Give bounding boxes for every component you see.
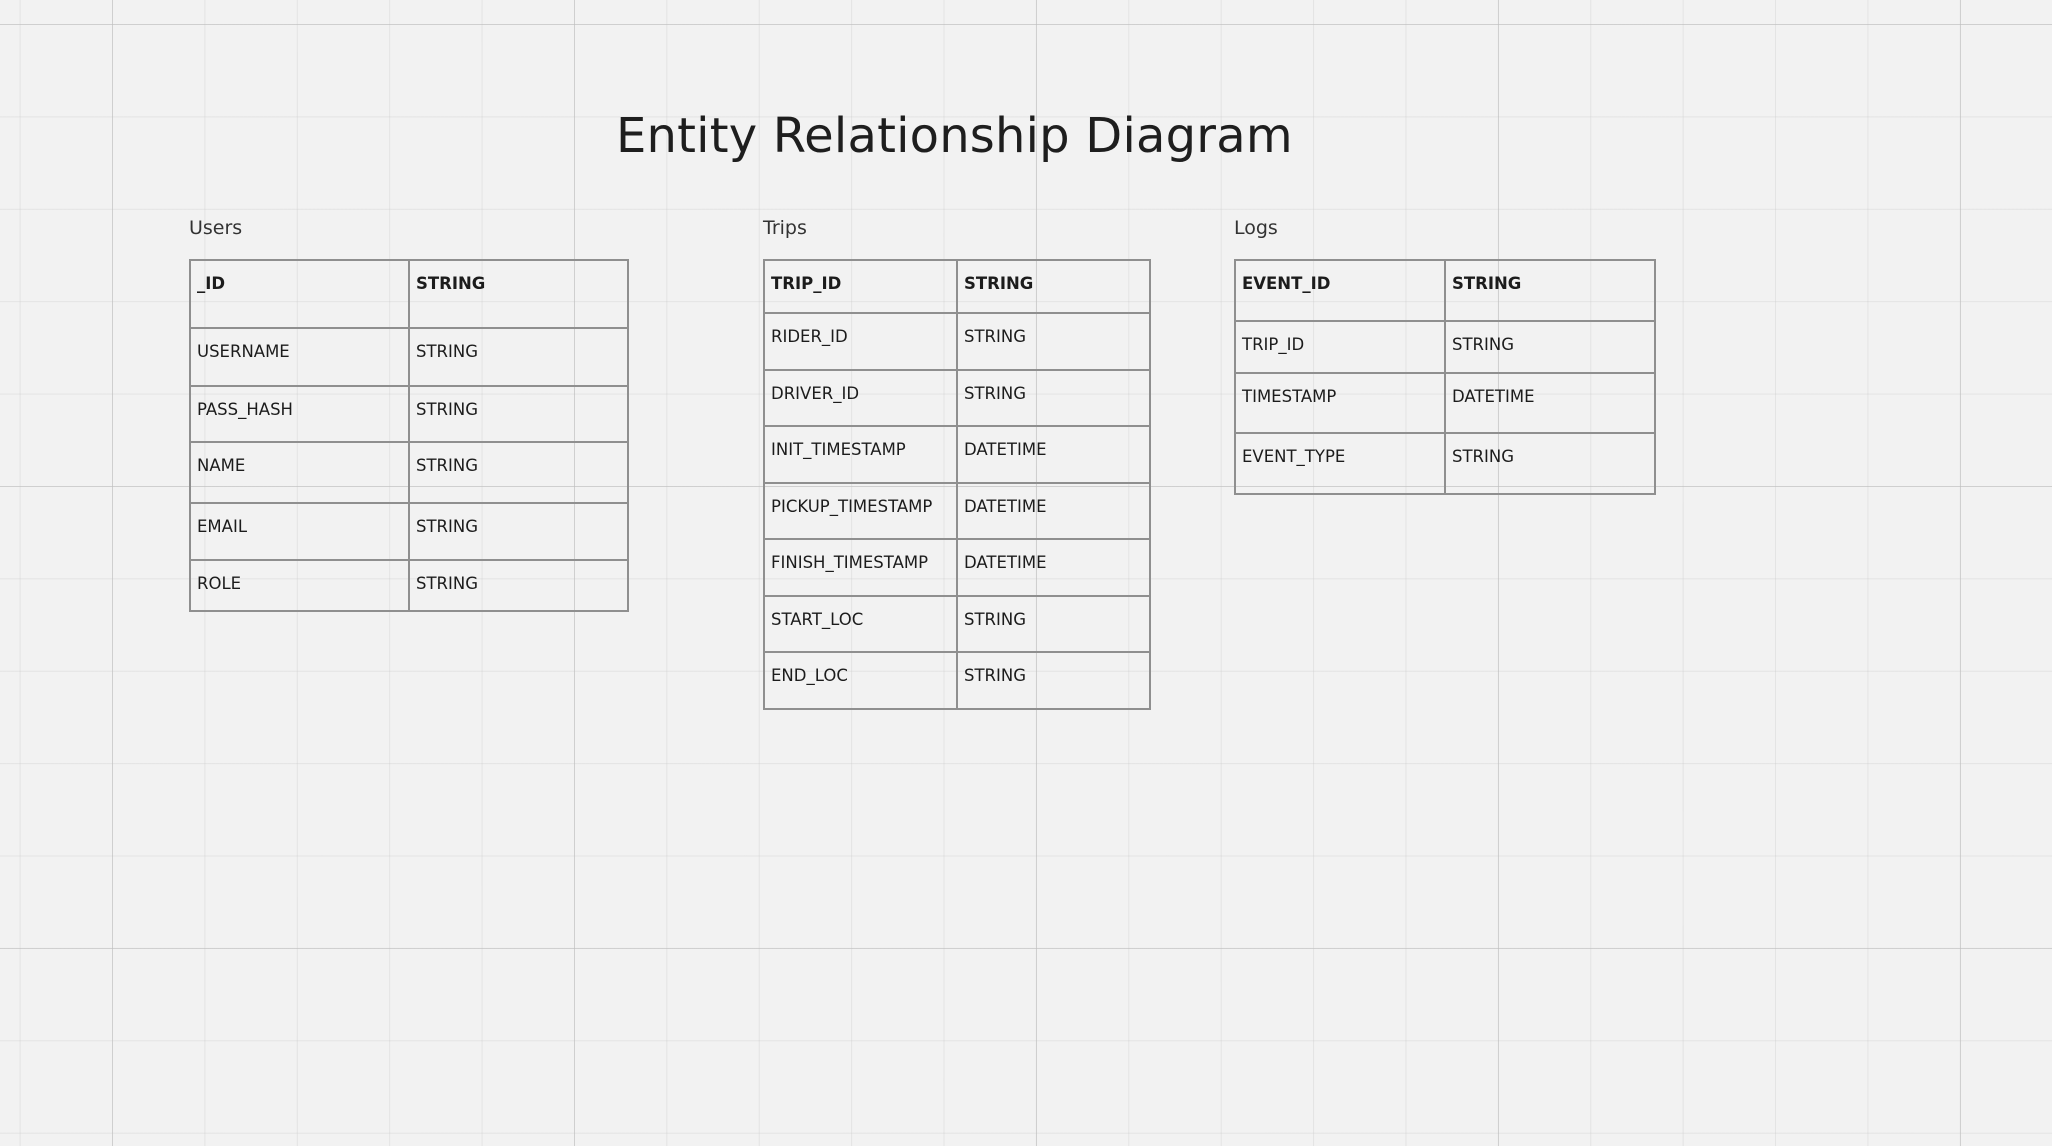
table-row[interactable]: PASS_HASH STRING xyxy=(189,385,629,443)
field-type-cell[interactable]: STRING xyxy=(408,441,629,504)
field-type-cell[interactable]: STRING xyxy=(956,595,1151,653)
entity-table: _ID STRING USERNAME STRING PASS_HASH STR… xyxy=(189,259,629,612)
field-name-cell[interactable]: PASS_HASH xyxy=(189,385,410,443)
field-name-cell[interactable]: INIT_TIMESTAMP xyxy=(763,425,958,484)
field-name-cell[interactable]: TIMESTAMP xyxy=(1234,372,1446,434)
field-name-cell[interactable]: START_LOC xyxy=(763,595,958,653)
table-row[interactable]: TRIP_ID STRING xyxy=(763,259,1151,314)
field-name-cell[interactable]: RIDER_ID xyxy=(763,312,958,371)
field-type-cell[interactable]: STRING xyxy=(956,312,1151,371)
entity-table: EVENT_ID STRING TRIP_ID STRING TIMESTAMP… xyxy=(1234,259,1656,495)
field-name-cell[interactable]: USERNAME xyxy=(189,327,410,387)
field-type-cell[interactable]: STRING xyxy=(1444,320,1656,374)
field-name-cell[interactable]: _ID xyxy=(189,259,410,329)
field-name-cell[interactable]: END_LOC xyxy=(763,651,958,710)
field-name-cell[interactable]: DRIVER_ID xyxy=(763,369,958,427)
field-type-cell[interactable]: STRING xyxy=(956,651,1151,710)
table-row[interactable]: START_LOC STRING xyxy=(763,595,1151,653)
field-name-cell[interactable]: EMAIL xyxy=(189,502,410,561)
field-type-cell[interactable]: STRING xyxy=(956,259,1151,314)
field-name-cell[interactable]: PICKUP_TIMESTAMP xyxy=(763,482,958,540)
table-row[interactable]: TIMESTAMP DATETIME xyxy=(1234,372,1656,434)
entity-label: Users xyxy=(189,217,243,239)
table-row[interactable]: INIT_TIMESTAMP DATETIME xyxy=(763,425,1151,484)
table-row[interactable]: EMAIL STRING xyxy=(189,502,629,561)
entity-table: TRIP_ID STRING RIDER_ID STRING DRIVER_ID… xyxy=(763,259,1151,710)
field-type-cell[interactable]: STRING xyxy=(408,385,629,443)
field-name-cell[interactable]: FINISH_TIMESTAMP xyxy=(763,538,958,597)
table-row[interactable]: TRIP_ID STRING xyxy=(1234,320,1656,374)
table-row[interactable]: DRIVER_ID STRING xyxy=(763,369,1151,427)
field-type-cell[interactable]: STRING xyxy=(408,259,629,329)
table-row[interactable]: FINISH_TIMESTAMP DATETIME xyxy=(763,538,1151,597)
field-type-cell[interactable]: DATETIME xyxy=(956,538,1151,597)
field-type-cell[interactable]: STRING xyxy=(956,369,1151,427)
field-type-cell[interactable]: DATETIME xyxy=(956,482,1151,540)
field-type-cell[interactable]: STRING xyxy=(1444,432,1656,495)
entity-users[interactable]: Users _ID STRING USERNAME STRING PASS_HA… xyxy=(189,217,629,612)
field-type-cell[interactable]: STRING xyxy=(408,559,629,612)
diagram-title: Entity Relationship Diagram xyxy=(616,108,1293,164)
table-row[interactable]: NAME STRING xyxy=(189,441,629,504)
field-name-cell[interactable]: TRIP_ID xyxy=(763,259,958,314)
entity-trips[interactable]: Trips TRIP_ID STRING RIDER_ID STRING DRI… xyxy=(763,217,1151,710)
table-row[interactable]: RIDER_ID STRING xyxy=(763,312,1151,371)
field-type-cell[interactable]: STRING xyxy=(408,327,629,387)
entity-label: Logs xyxy=(1234,217,1278,239)
entity-label: Trips xyxy=(763,217,807,239)
field-type-cell[interactable]: DATETIME xyxy=(956,425,1151,484)
field-type-cell[interactable]: DATETIME xyxy=(1444,372,1656,434)
table-row[interactable]: END_LOC STRING xyxy=(763,651,1151,710)
field-name-cell[interactable]: NAME xyxy=(189,441,410,504)
table-row[interactable]: PICKUP_TIMESTAMP DATETIME xyxy=(763,482,1151,540)
table-row[interactable]: USERNAME STRING xyxy=(189,327,629,387)
table-row[interactable]: ROLE STRING xyxy=(189,559,629,612)
table-row[interactable]: EVENT_ID STRING xyxy=(1234,259,1656,322)
field-name-cell[interactable]: ROLE xyxy=(189,559,410,612)
entity-logs[interactable]: Logs EVENT_ID STRING TRIP_ID STRING TIME… xyxy=(1234,217,1656,495)
field-type-cell[interactable]: STRING xyxy=(1444,259,1656,322)
field-name-cell[interactable]: EVENT_TYPE xyxy=(1234,432,1446,495)
table-row[interactable]: _ID STRING xyxy=(189,259,629,329)
field-name-cell[interactable]: TRIP_ID xyxy=(1234,320,1446,374)
field-name-cell[interactable]: EVENT_ID xyxy=(1234,259,1446,322)
table-row[interactable]: EVENT_TYPE STRING xyxy=(1234,432,1656,495)
field-type-cell[interactable]: STRING xyxy=(408,502,629,561)
